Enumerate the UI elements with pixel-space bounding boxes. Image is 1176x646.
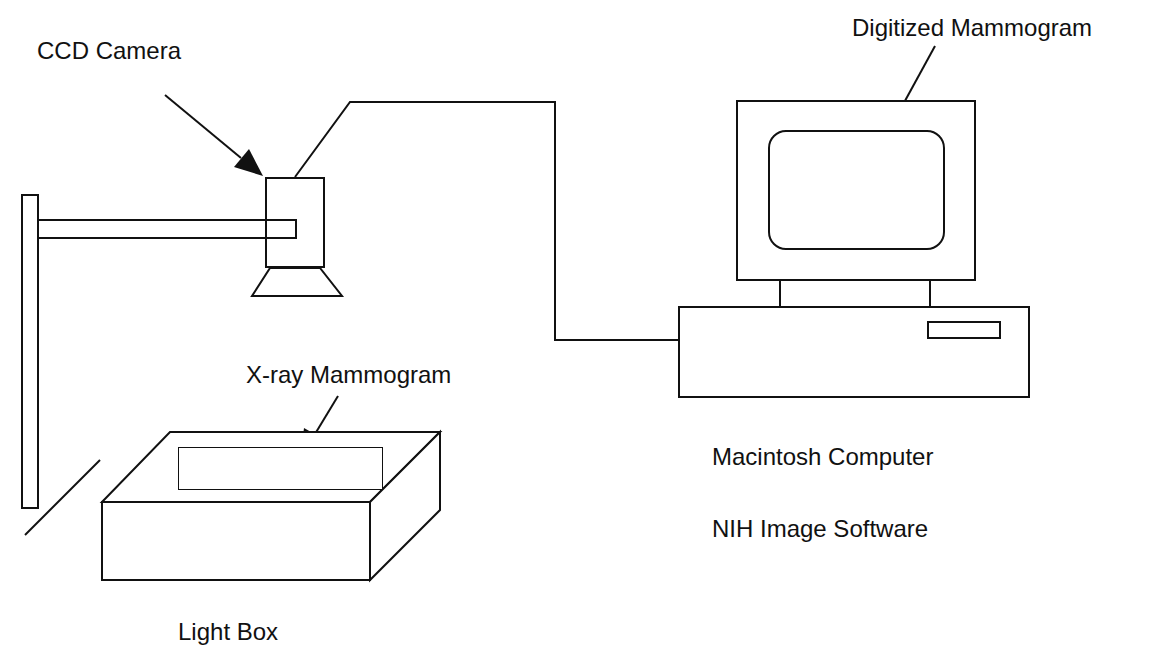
macintosh-computer: Macintosh ComputerNIH Image SoftwareDigi… (678, 100, 1030, 398)
film-label: X-ray Mammogram (246, 361, 451, 389)
screen-label: Digitized Mammogram (852, 14, 1092, 42)
camera-stand-pole (22, 195, 38, 508)
camera-cable (295, 102, 678, 340)
x-ray-film: X-ray Mammogram (178, 447, 383, 490)
floor-line (25, 460, 100, 535)
software-label: NIH Image Software (712, 515, 928, 543)
leader-line (315, 396, 338, 434)
computer-label: Macintosh Computer (712, 443, 933, 471)
light-box-label: Light Box (178, 618, 278, 646)
light-box: Light BoxX-ray Mammogram (100, 430, 442, 582)
monitor-screen: Digitized Mammogram (768, 130, 945, 250)
ccd-camera: CCD Camera (265, 177, 325, 268)
leader-line (165, 95, 241, 158)
camera-label: CCD Camera (37, 37, 181, 65)
camera-arm (38, 220, 296, 238)
leader-arrowhead (234, 149, 263, 176)
camera-lens (252, 268, 342, 296)
